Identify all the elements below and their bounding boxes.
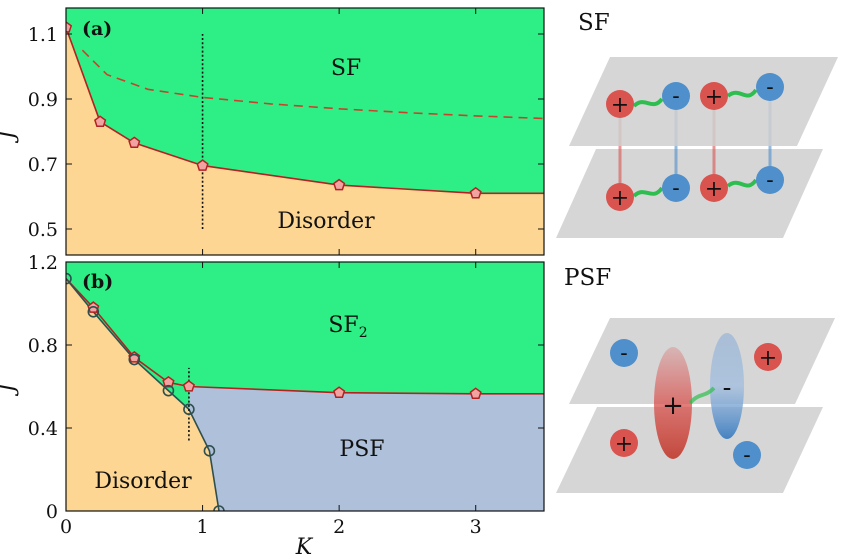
plus-ball: +	[610, 429, 638, 457]
x-tick-label: 2	[333, 516, 345, 538]
minus-ball: -	[733, 441, 761, 469]
lower-plane	[556, 149, 823, 238]
pair-ellipse-red	[654, 347, 692, 459]
svg-text:-: -	[620, 341, 627, 366]
circle-marker	[183, 403, 195, 416]
region-label-sf2: SF2	[328, 313, 367, 341]
disorder-region	[66, 27, 544, 255]
region-label-sf: SF	[331, 56, 361, 81]
green-bond	[688, 386, 716, 405]
marker-group	[66, 21, 482, 199]
circle-marker	[87, 305, 100, 318]
y-tick-label: 0.8	[28, 335, 58, 357]
disorder-region	[66, 278, 219, 511]
pentagon-marker	[128, 136, 141, 149]
minus-ball: -	[756, 73, 784, 101]
pentagon-marker	[94, 115, 107, 127]
panel-label-a: (a)	[82, 18, 112, 40]
svg-text:-: -	[766, 168, 773, 193]
minus-ball: -	[662, 82, 690, 110]
sf2-main: SF	[328, 313, 358, 338]
y-axis-label-b: J	[0, 382, 20, 396]
green-bond	[632, 186, 664, 198]
green-bond	[726, 178, 758, 188]
schematic-sf: SF + - + - + - + -	[556, 10, 838, 238]
dashed-curve	[81, 49, 544, 120]
x-tick-label: 1	[197, 516, 209, 538]
minus-ball: -	[756, 166, 784, 194]
y-tick-label: 0	[46, 501, 58, 523]
green-bond	[632, 97, 664, 108]
psf-region	[188, 386, 544, 511]
region-label-psf: PSF	[339, 437, 384, 462]
schematic-title-sf: SF	[578, 10, 610, 36]
plus-ball: +	[606, 90, 634, 118]
marker-group	[66, 272, 482, 511]
lower-plane	[556, 407, 823, 493]
pentagon-marker	[333, 178, 346, 191]
plot-frame	[65, 261, 545, 512]
green-bond	[726, 88, 758, 98]
x-axis-label: K	[295, 535, 314, 559]
pair-ellipse-blue	[710, 333, 744, 439]
pair-minus: -	[723, 373, 732, 403]
pentagon-marker	[196, 159, 209, 171]
minus-ball: -	[662, 174, 690, 202]
pentagon-marker	[182, 380, 195, 392]
y-tick-label: 0.7	[28, 154, 58, 176]
svg-text:+: +	[611, 93, 629, 118]
panel-label-b: (b)	[82, 271, 113, 293]
red-boundary-line	[66, 278, 544, 395]
minus-ball: -	[610, 339, 638, 367]
circle-marker	[66, 272, 72, 285]
svg-text:+: +	[705, 177, 723, 202]
plus-ball: +	[700, 174, 728, 202]
upper-plane	[569, 318, 835, 404]
y-tick-label: 0.4	[28, 418, 58, 440]
svg-text:-: -	[743, 443, 750, 468]
circle-marker	[128, 353, 141, 366]
x-tick-label: 3	[470, 516, 482, 538]
plot-frame	[65, 7, 545, 256]
svg-text:+: +	[759, 346, 777, 371]
sf2-subscript: 2	[359, 325, 368, 341]
plus-ball: +	[700, 82, 728, 110]
y-tick-label: 1.2	[28, 252, 58, 274]
schematic-title-psf: PSF	[564, 265, 611, 291]
pentagon-marker	[162, 375, 175, 388]
pentagon-marker	[469, 387, 482, 399]
region-label-disorder: Disorder	[277, 209, 375, 234]
panel-a: 1.1 0.9 0.7 0.5 (a) SF Disorder J	[0, 7, 545, 256]
y-axis-ticks: 1.1 0.9 0.7 0.5	[28, 8, 544, 255]
pair-plus: +	[662, 391, 684, 421]
svg-text:+: +	[705, 85, 723, 110]
x-tick-label: 0	[60, 516, 72, 538]
pentagon-marker	[66, 21, 73, 33]
pentagon-marker	[333, 386, 346, 398]
svg-text:+: +	[611, 186, 629, 211]
x-axis-ticks: 0 1 2 3	[60, 262, 482, 538]
svg-text:-: -	[672, 176, 679, 201]
circle-marker	[162, 384, 175, 397]
y-tick-label: 1.1	[28, 24, 58, 46]
svg-text:-: -	[672, 84, 679, 109]
schematic-psf: PSF + - - + + -	[556, 265, 835, 493]
y-tick-label: 0.5	[28, 219, 58, 241]
y-axis-ticks: 1.2 0.8 0.4 0	[28, 252, 544, 523]
svg-text:-: -	[766, 75, 773, 100]
region-label-disorder-b: Disorder	[94, 469, 192, 494]
circle-marker	[203, 445, 216, 457]
y-axis-label-a: J	[0, 129, 20, 143]
y-tick-label: 0.9	[28, 89, 58, 111]
circle-marker	[213, 505, 225, 511]
svg-text:+: +	[615, 432, 633, 457]
pentagon-marker	[469, 186, 482, 199]
plus-ball: +	[606, 183, 634, 211]
plus-ball: +	[754, 343, 782, 371]
